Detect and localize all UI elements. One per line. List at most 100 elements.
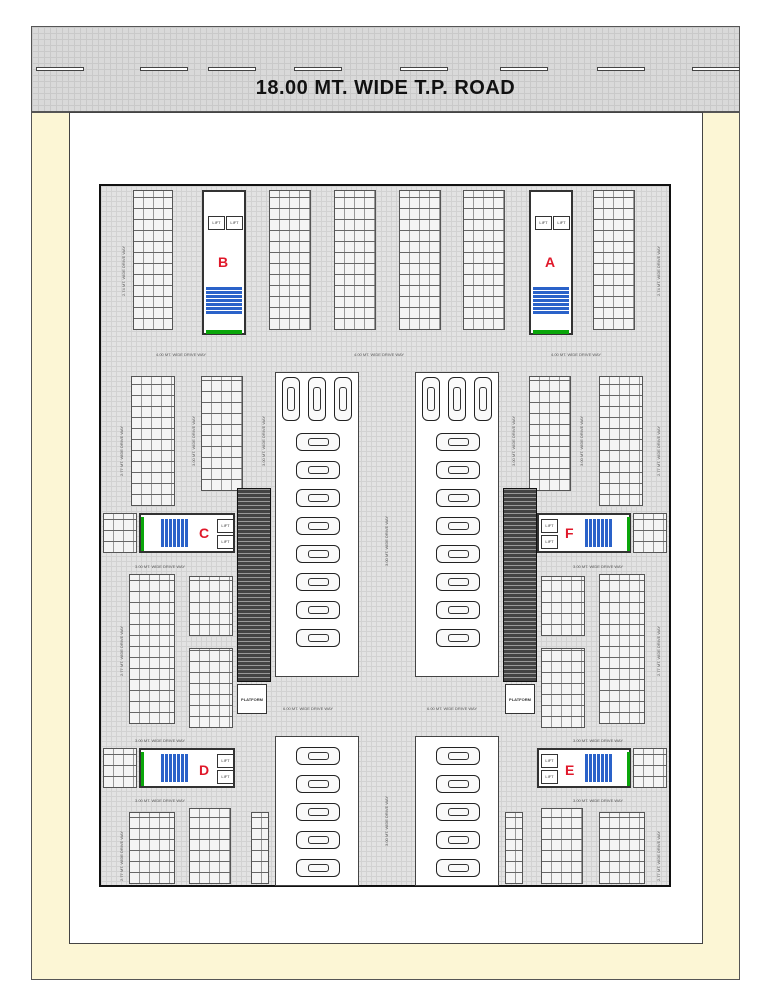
car-parking-bay (415, 372, 499, 677)
parking-stalls (399, 190, 441, 330)
driveway-label: 3.00 MT. WIDE DRIVE WAY (579, 415, 584, 466)
lift: LIFT (208, 216, 225, 230)
core-a: LIFT LIFT A (529, 190, 573, 335)
staircase (585, 754, 613, 782)
lift: LIFT (226, 216, 243, 230)
parking-stalls (201, 376, 243, 491)
driveway-label: 3.00 MT. WIDE DRIVE WAY (135, 738, 186, 743)
ramp (503, 488, 537, 682)
car (436, 517, 480, 535)
core-letter: B (218, 254, 229, 270)
platform: PLATFORM (505, 684, 535, 714)
lift: LIFT (535, 216, 552, 230)
road-label: 18.00 MT. WIDE T.P. ROAD (255, 77, 516, 99)
car (296, 433, 340, 451)
car (436, 747, 480, 765)
core-letter: E (565, 762, 575, 778)
lift: LIFT (217, 519, 234, 533)
parking-stalls (463, 190, 505, 330)
road-lane-marking (500, 67, 548, 71)
driveway-label: 2.77 MT. WIDE DRIVE WAY (119, 425, 124, 476)
core-letter: F (565, 525, 574, 541)
car (296, 629, 340, 647)
lift: LIFT (217, 770, 234, 784)
driveway-label: 4.00 MT. WIDE DRIVE WAY (551, 352, 602, 357)
parking-stalls (129, 812, 175, 884)
green-strip (627, 517, 630, 551)
tp-road: 18.00 MT. WIDE T.P. ROAD (31, 26, 740, 112)
parking-stalls (541, 648, 585, 728)
car (308, 377, 326, 421)
parking-stalls (133, 190, 173, 330)
road-lane-marking (294, 67, 342, 71)
driveway-label: 2.77 MT. WIDE DRIVE WAY (656, 625, 661, 676)
road-lane-marking (692, 67, 740, 71)
car (334, 377, 352, 421)
parking-stalls (529, 376, 571, 491)
lift: LIFT (541, 754, 558, 768)
core-e: LIFT LIFT E (537, 748, 631, 788)
parking-stalls (129, 574, 175, 724)
car (282, 377, 300, 421)
road-lane-marking (140, 67, 188, 71)
car-parking-bay (275, 372, 359, 677)
car (296, 775, 340, 793)
parking-stalls (251, 812, 269, 884)
staircase (161, 754, 189, 782)
car (436, 831, 480, 849)
parking-stalls (599, 574, 645, 724)
core-d: D LIFT LIFT (139, 748, 235, 788)
car (296, 747, 340, 765)
car (422, 377, 440, 421)
car (296, 803, 340, 821)
car-parking-bay (415, 736, 499, 886)
core-b: LIFT LIFT B (202, 190, 246, 335)
driveway-label: 2.77 MT. WIDE DRIVE WAY (119, 830, 124, 881)
lift: LIFT (553, 216, 570, 230)
green-strip (533, 330, 569, 334)
green-strip (141, 752, 144, 786)
staircase (206, 286, 242, 314)
parking-stalls (189, 808, 231, 884)
parking-stalls (334, 190, 376, 330)
driveway-label: 3.00 MT. WIDE DRIVE WAY (135, 798, 186, 803)
driveway-label: 6.00 MT. WIDE DRIVE WAY (283, 706, 334, 711)
car (296, 461, 340, 479)
car (296, 601, 340, 619)
driveway-label: 3.00 MT. WIDE DRIVE WAY (384, 515, 389, 566)
car (436, 601, 480, 619)
car (296, 545, 340, 563)
parking-stalls (541, 576, 585, 636)
car (436, 775, 480, 793)
driveway-label: 3.00 MT. WIDE DRIVE WAY (573, 564, 624, 569)
road-lane-marking (597, 67, 645, 71)
driveway-label: 6.00 MT. WIDE DRIVE WAY (427, 706, 478, 711)
driveway-label: 2.77 MT. WIDE DRIVE WAY (656, 830, 661, 881)
parking-stalls (103, 513, 137, 553)
basement-floor: LIFT LIFT B LIFT LIFT A 4.00 MT. WIDE DR… (99, 184, 671, 887)
car (448, 377, 466, 421)
car (296, 517, 340, 535)
green-strip (627, 752, 630, 786)
driveway-label: 2.74 MT. WIDE DRIVE WAY (121, 245, 126, 296)
staircase (585, 519, 613, 547)
lift: LIFT (541, 535, 558, 549)
lift: LIFT (541, 770, 558, 784)
ramp (237, 488, 271, 682)
parking-stalls (633, 513, 667, 553)
driveway-label: 3.00 MT. WIDE DRIVE WAY (573, 738, 624, 743)
driveway-label: 4.00 MT. WIDE DRIVE WAY (354, 352, 405, 357)
parking-stalls (541, 808, 583, 884)
driveway-label: 3.00 MT. WIDE DRIVE WAY (261, 415, 266, 466)
driveway-label: 3.00 MT. WIDE DRIVE WAY (135, 564, 186, 569)
parking-stalls (189, 648, 233, 728)
car-parking-bay (275, 736, 359, 886)
driveway-label: 2.77 MT. WIDE DRIVE WAY (656, 425, 661, 476)
lift: LIFT (217, 535, 234, 549)
platform: PLATFORM (237, 684, 267, 714)
driveway-label: 3.00 MT. WIDE DRIVE WAY (384, 795, 389, 846)
car (436, 629, 480, 647)
car (296, 831, 340, 849)
road-lane-marking (400, 67, 448, 71)
core-c: C LIFT LIFT (139, 513, 235, 553)
